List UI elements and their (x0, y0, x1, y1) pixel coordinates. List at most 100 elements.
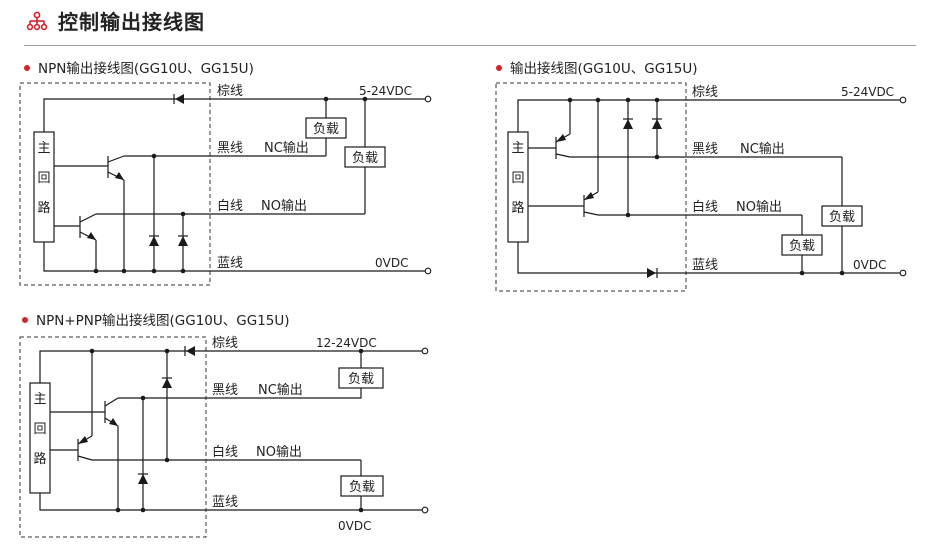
diode-arrow (186, 346, 195, 356)
diagram-title-pnp: 输出接线图(GG10U、GG15U) (496, 57, 698, 77)
emitter-arrow (584, 192, 594, 200)
blue-wire (43, 242, 426, 272)
diode-arrow (647, 268, 656, 278)
brown-wire-label: 棕线 (217, 84, 243, 99)
npn-pnp-diagram: 主 回 路 (19, 336, 429, 538)
load-label: 负载 (349, 480, 375, 495)
nc-output-label: NC输出 (740, 141, 785, 157)
diode-arrow (149, 236, 159, 246)
load-box (305, 117, 347, 139)
brown-wire (517, 99, 900, 132)
load-label: 负载 (313, 122, 339, 137)
load-box (338, 367, 384, 389)
load-label: 负载 (352, 151, 378, 166)
sensor-boundary (19, 336, 207, 538)
blue-wire-label: 蓝线 (692, 258, 718, 273)
collector (104, 397, 119, 407)
nc-output-label: NC输出 (258, 382, 303, 398)
white-wire-label: 白线 (217, 198, 243, 214)
main-circuit-char: 路 (33, 451, 46, 467)
bullet-dot (24, 65, 30, 71)
supply-terminal (899, 96, 907, 104)
main-circuit-char: 主 (37, 141, 50, 156)
load-label: 负载 (829, 210, 855, 225)
supply-voltage-label: 12-24VDC (316, 336, 377, 350)
load-label: 负载 (789, 239, 815, 254)
collector (79, 213, 97, 223)
collector (77, 455, 93, 461)
nc-output-label: NC输出 (264, 140, 309, 156)
emitter-arrow (556, 134, 566, 142)
junction (140, 507, 146, 513)
brown-wire (43, 98, 426, 132)
black-wire-label: 黑线 (692, 142, 718, 157)
bullet-dot (496, 65, 502, 71)
collector (555, 153, 571, 158)
junction (654, 154, 660, 160)
pnp-diagram: 主 回 路 (495, 82, 907, 292)
load-box (340, 475, 384, 497)
header-divider (24, 45, 916, 46)
main-circuit-char: 回 (37, 171, 50, 186)
white-wire-label: 白线 (692, 199, 718, 215)
collector (107, 155, 125, 163)
supply-voltage-label: 5-24VDC (841, 85, 894, 99)
diode-arrow (138, 474, 148, 484)
junction (140, 395, 146, 401)
diagram-title-npn-text: NPN输出接线图(GG10U、GG15U) (38, 61, 254, 77)
ground-terminal (421, 506, 429, 514)
diagram-title-npn-pnp: NPN+PNP输出接线图(GG10U、GG15U) (22, 309, 290, 329)
main-circuit-char: 路 (511, 200, 524, 216)
load-box (821, 205, 863, 227)
supply-terminal (421, 347, 429, 355)
org-chart-icon (26, 11, 48, 31)
diode-arrow (652, 119, 662, 129)
ground-voltage-label: 0VDC (853, 258, 886, 272)
diagram-title-npn: NPN输出接线图(GG10U、GG15U) (24, 57, 254, 77)
npn-diagram: 主 回 路 (19, 82, 432, 286)
main-circuit-char: 回 (511, 171, 524, 186)
ground-voltage-label: 0VDC (375, 256, 408, 270)
supply-voltage-label: 5-24VDC (359, 84, 412, 98)
emitter-arrow (109, 418, 118, 426)
brown-wire-label: 棕线 (212, 336, 238, 351)
brown-wire (39, 350, 422, 383)
brown-wire-label: 棕线 (692, 85, 718, 100)
white-wire-label: 白线 (212, 444, 238, 460)
emitter-arrow (87, 232, 96, 240)
supply-terminal (424, 95, 432, 103)
junction (164, 457, 170, 463)
diagram-title-pnp-text: 输出接线图(GG10U、GG15U) (510, 61, 698, 77)
diode-arrow (175, 94, 184, 104)
no-output-label: NO输出 (261, 198, 307, 214)
load-box (344, 146, 386, 168)
emitter-arrow (78, 436, 88, 444)
ground-voltage-label: 0VDC (338, 519, 371, 533)
blue-wire (517, 242, 900, 274)
main-circuit-char: 路 (37, 200, 50, 216)
junction (151, 153, 157, 159)
diode-arrow (178, 236, 188, 246)
sensor-boundary (19, 82, 211, 286)
blue-wire-label: 蓝线 (217, 256, 243, 271)
sensor-boundary (495, 82, 687, 292)
diagram-title-npn-pnp-text: NPN+PNP输出接线图(GG10U、GG15U) (36, 313, 290, 329)
black-wire-label: 黑线 (212, 383, 238, 398)
ground-terminal (424, 267, 432, 275)
no-output-label: NO输出 (736, 199, 782, 215)
black-wire-label: 黑线 (217, 141, 243, 156)
ground-terminal (899, 269, 907, 277)
main-circuit-char: 主 (33, 392, 46, 407)
junction (93, 268, 99, 274)
junction (121, 268, 127, 274)
section-header: 控制输出接线图 (26, 6, 916, 36)
emitter-arrow (115, 172, 124, 180)
load-label: 负载 (348, 372, 374, 387)
page-title: 控制输出接线图 (58, 10, 205, 34)
junction (625, 212, 631, 218)
blue-wire-label: 蓝线 (212, 495, 238, 510)
diode-arrow (162, 378, 172, 388)
main-circuit-char: 主 (511, 141, 524, 156)
collector (583, 211, 599, 216)
